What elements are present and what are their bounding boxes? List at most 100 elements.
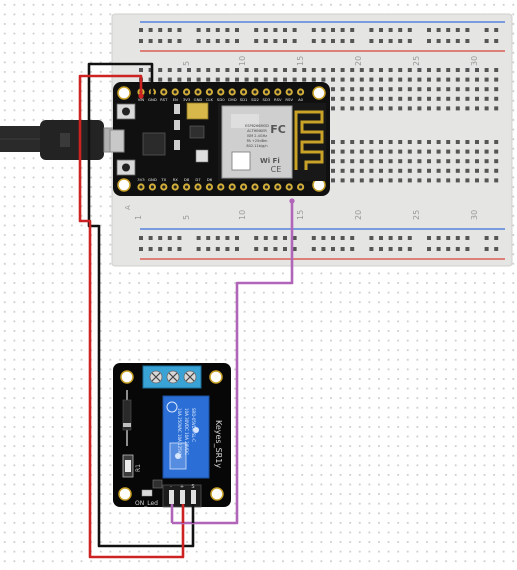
breadboard-hole xyxy=(427,149,431,154)
rail-hole xyxy=(340,247,345,251)
rail-hole xyxy=(407,247,412,251)
breadboard-hole xyxy=(244,68,249,72)
bottom-rail-holes xyxy=(139,236,499,251)
breadboard-hole xyxy=(494,178,499,183)
bottom-pin-hole xyxy=(150,185,154,189)
rail-hole xyxy=(446,247,451,251)
col-num-30: 30 xyxy=(470,56,479,66)
breadboard-hole xyxy=(379,178,383,183)
breadboard-hole xyxy=(148,77,153,82)
screw-terminal xyxy=(142,365,202,389)
breadboard-hole xyxy=(455,149,460,154)
breadboard-hole xyxy=(331,87,335,92)
pin-mark-signal: S xyxy=(191,484,194,490)
breadboard-hole xyxy=(177,77,182,82)
breadboard-hole xyxy=(369,87,374,92)
rail-hole xyxy=(292,247,297,251)
breadboard-hole xyxy=(321,68,326,72)
rail-hole xyxy=(158,28,163,32)
rail-hole xyxy=(167,236,172,240)
breadboard-hole xyxy=(369,68,374,72)
rail-hole xyxy=(283,247,287,251)
rail-hole xyxy=(494,247,499,251)
chip-text-2: AI-THINKER xyxy=(247,129,267,133)
breadboard-hole xyxy=(494,159,499,164)
chip-text-3: ISM 2.4GHz xyxy=(247,134,267,138)
rail-hole xyxy=(446,236,451,240)
top-pin-label: RSV xyxy=(274,97,282,102)
breadboard-hole xyxy=(398,168,403,173)
top-pin-hole xyxy=(196,90,200,94)
rail-hole xyxy=(263,39,268,43)
breadboard-hole xyxy=(407,77,412,82)
breadboard-hole xyxy=(484,87,489,92)
rail-hole xyxy=(484,236,489,240)
breadboard-hole xyxy=(331,68,335,72)
breadboard-hole xyxy=(388,68,393,72)
rail-hole xyxy=(331,247,335,251)
breadboard-hole xyxy=(388,96,393,101)
bottom-pin-hole xyxy=(139,185,143,189)
rail-hole xyxy=(369,236,374,240)
rail-hole xyxy=(388,236,393,240)
breadboard-hole xyxy=(206,77,211,82)
column-numbers-bottom: 1 5 10 15 20 25 30 xyxy=(134,210,479,220)
rail-hole xyxy=(484,247,489,251)
bottom-pin-hole xyxy=(230,185,234,189)
breadboard-hole xyxy=(417,106,422,111)
breadboard-hole xyxy=(494,168,499,173)
bottom-pin-hole xyxy=(264,185,268,189)
rail-hole xyxy=(494,39,499,43)
breadboard-hole xyxy=(427,68,431,72)
rail-hole xyxy=(436,236,441,240)
breadboard-hole xyxy=(331,77,335,82)
top-pin-label: EN xyxy=(173,97,178,102)
top-pin-hole xyxy=(287,90,291,94)
bottom-pin-label: D6 xyxy=(207,177,213,182)
rail-hole xyxy=(350,28,355,32)
breadboard-hole xyxy=(407,159,412,164)
top-pin-hole xyxy=(230,90,234,94)
rail-hole xyxy=(273,39,278,43)
rail-hole xyxy=(167,247,172,251)
signal-wire xyxy=(172,200,294,525)
rail-hole xyxy=(331,39,335,43)
pin-mark-plus: + xyxy=(180,484,184,490)
rail-hole xyxy=(369,247,374,251)
breadboard-hole xyxy=(225,68,230,72)
breadboard-hole xyxy=(340,106,345,111)
breadboard-hole xyxy=(331,168,335,173)
breadboard-hole xyxy=(407,106,412,111)
rail-hole xyxy=(225,28,230,32)
col-num-1-bottom: 1 xyxy=(134,215,143,220)
rail-hole xyxy=(427,247,431,251)
rail-hole xyxy=(254,39,259,43)
breadboard-hole xyxy=(331,178,335,183)
breadboard-hole xyxy=(475,77,479,82)
rail-hole xyxy=(215,39,220,43)
breadboard-hole xyxy=(446,159,451,164)
breadboard-hole xyxy=(350,68,355,72)
breadboard-hole xyxy=(465,87,470,92)
bottom-pin-hole xyxy=(253,185,257,189)
top-pin-label: CMD xyxy=(228,97,237,102)
rail-hole xyxy=(398,247,403,251)
top-pin-label: RST xyxy=(160,97,168,102)
breadboard-hole xyxy=(369,140,374,144)
breadboard-hole xyxy=(388,149,393,154)
breadboard-hole xyxy=(379,77,383,82)
breadboard-hole xyxy=(196,68,201,72)
rail-hole xyxy=(283,39,287,43)
breadboard-hole xyxy=(475,168,479,173)
rail-hole xyxy=(139,28,143,32)
breadboard-hole xyxy=(417,140,422,144)
rail-hole xyxy=(311,28,316,32)
rail-hole xyxy=(436,247,441,251)
breadboard-hole xyxy=(475,68,479,72)
rail-hole xyxy=(350,39,355,43)
breadboard-hole xyxy=(177,68,182,72)
voltage-regulator xyxy=(186,102,209,120)
rail-hole xyxy=(206,39,211,43)
breadboard-hole xyxy=(484,140,489,144)
